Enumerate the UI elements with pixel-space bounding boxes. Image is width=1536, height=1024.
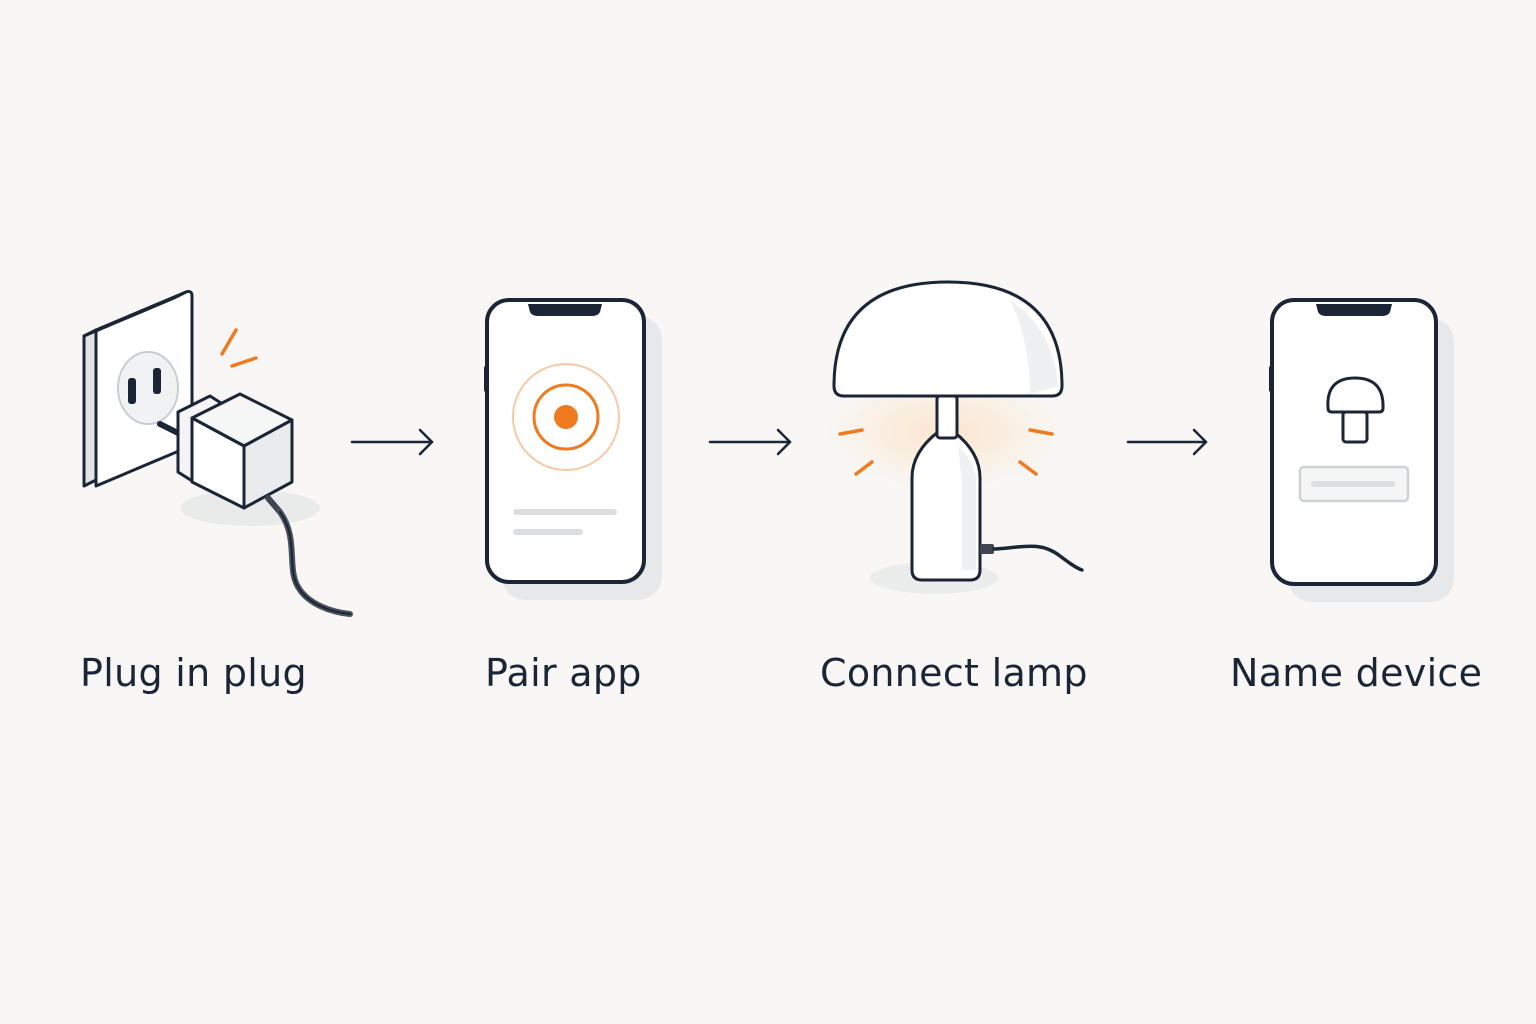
- step-label-connect-lamp: Connect lamp: [820, 651, 1088, 695]
- power-indicator-icon: [220, 328, 258, 368]
- arrow-right-icon: [1126, 428, 1208, 456]
- phone-pairing-icon: [484, 298, 662, 600]
- phone-name-device-icon: [1269, 298, 1454, 602]
- arrow-right-icon: [350, 428, 434, 456]
- light-rays-icon: [838, 428, 1054, 476]
- step-label-pair-app: Pair app: [485, 651, 642, 695]
- smart-plug-icon: [82, 290, 353, 617]
- lamp-icon: [825, 280, 1084, 594]
- step-label-name-device: Name device: [1230, 651, 1483, 695]
- lamp-thumbnail-icon: [1326, 376, 1385, 444]
- arrow-right-icon: [708, 428, 792, 456]
- step-label-plug-in: Plug in plug: [80, 651, 307, 695]
